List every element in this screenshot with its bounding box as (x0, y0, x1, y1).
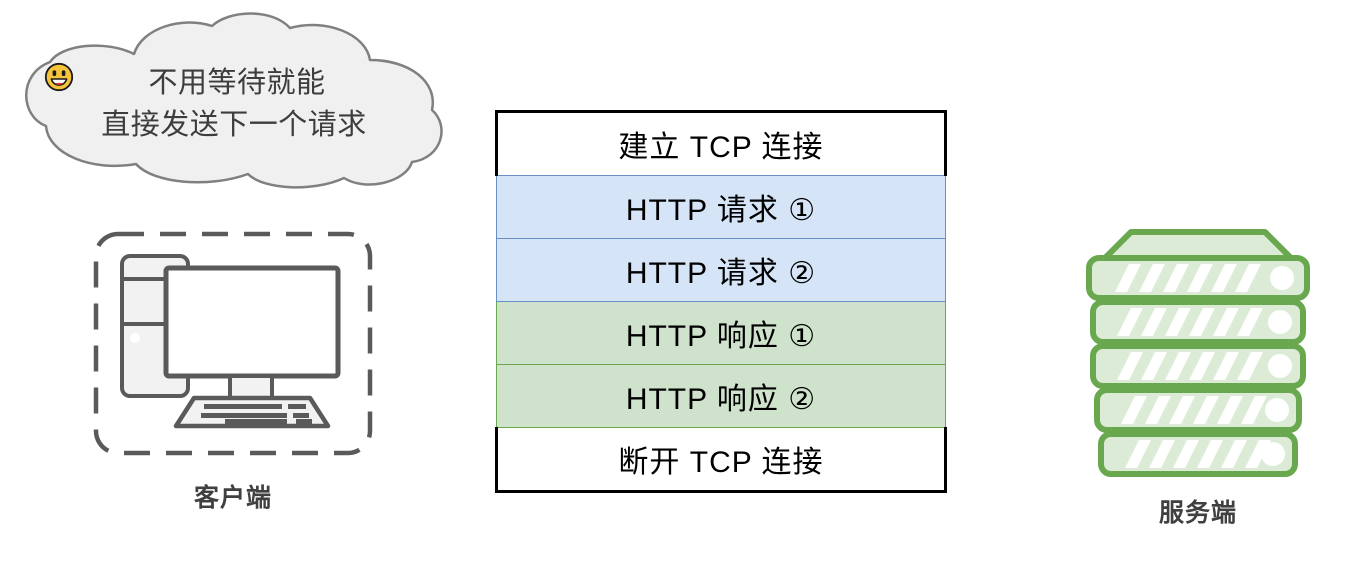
server-label: 服务端 (1158, 499, 1237, 527)
server-node: 服务端 (1083, 228, 1313, 538)
table-cell-http-request-2: HTTP 请求 ② (496, 238, 946, 302)
table-cell-close-tcp: 断开 TCP 连接 (495, 427, 947, 493)
thought-cloud-line-2-text: 直接发送下一个请求 (101, 109, 367, 141)
table-cell-http-response-2: HTTP 响应 ② (496, 364, 946, 428)
desktop-computer-icon (93, 231, 373, 456)
table-row: 断开 TCP 连接 (495, 427, 947, 493)
table-cell-http-request-1: HTTP 请求 ① (496, 175, 946, 239)
client-node: 客户端 (88, 226, 378, 526)
client-thought-cloud: 不用等待就能 直接发送下一个请求 (14, 12, 454, 192)
table-row: HTTP 请求 ① (496, 175, 946, 239)
server-unit (1090, 299, 1306, 345)
thought-cloud-text: 不用等待就能 直接发送下一个请求 (44, 62, 424, 146)
client-label: 客户端 (193, 484, 272, 512)
server-unit (1090, 343, 1306, 389)
http-pipelining-sequence-table: 建立 TCP 连接 HTTP 请求 ① HTTP 请求 ② HTTP 响应 ① … (495, 110, 947, 493)
server-unit (1094, 387, 1302, 433)
server-unit (1098, 431, 1298, 477)
table-row: HTTP 请求 ② (496, 238, 946, 302)
table-cell-http-response-1: HTTP 响应 ① (496, 301, 946, 365)
table-cell-establish-tcp: 建立 TCP 连接 (495, 110, 947, 176)
thought-cloud-line-1-text: 不用等待就能 (148, 67, 326, 99)
server-rack-icon (1086, 229, 1310, 477)
thought-cloud-line-1: 不用等待就能 (44, 62, 424, 104)
table-row: HTTP 响应 ① (496, 301, 946, 365)
thought-cloud-shape (25, 12, 443, 189)
server-unit (1086, 255, 1310, 301)
table-row: 建立 TCP 连接 (495, 110, 947, 176)
table-row: HTTP 响应 ② (496, 364, 946, 428)
